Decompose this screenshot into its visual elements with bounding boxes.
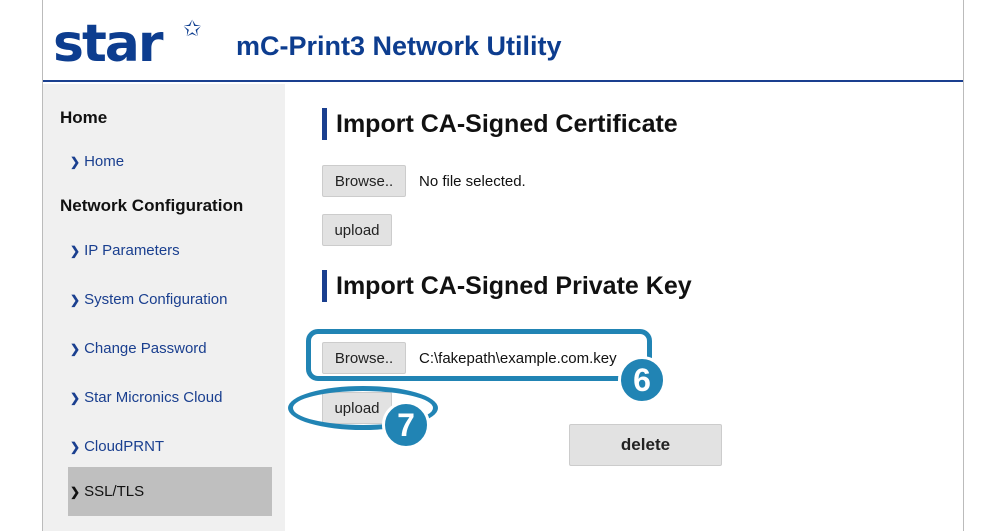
sidebar: Home ❯Home Network Configuration ❯IP Par…: [43, 84, 285, 531]
page-title: mC-Print3 Network Utility: [236, 31, 562, 61]
sidebar-item-label: Home: [84, 153, 125, 170]
cert-browse-button[interactable]: Browse..: [322, 165, 406, 197]
chevron-right-icon: ❯: [70, 154, 81, 169]
chevron-right-icon: ❯: [70, 292, 81, 307]
chevron-right-icon: ❯: [70, 243, 81, 258]
chevron-right-icon: ❯: [70, 341, 81, 356]
sidebar-item-star-micronics-cloud[interactable]: ❯Star Micronics Cloud: [68, 373, 272, 422]
sidebar-section-home: Home: [60, 108, 108, 127]
sidebar-item-label: Change Password: [84, 340, 207, 357]
sidebar-item-home[interactable]: ❯Home: [68, 137, 272, 186]
chevron-right-icon: ❯: [70, 439, 81, 454]
step7-callout-ellipse: [288, 386, 438, 430]
sidebar-item-ssl-tls[interactable]: ❯SSL/TLS: [68, 467, 272, 516]
step6-badge: 6: [618, 356, 666, 404]
sidebar-item-change-password[interactable]: ❯Change Password: [68, 324, 272, 373]
sidebar-item-label: System Configuration: [84, 291, 228, 308]
sidebar-item-label: Star Micronics Cloud: [84, 389, 223, 406]
sidebar-item-system-configuration[interactable]: ❯System Configuration: [68, 275, 272, 324]
cert-section-title: Import CA-Signed Certificate: [322, 108, 678, 140]
star-logo: star: [53, 14, 164, 74]
cert-file-name: No file selected.: [419, 173, 526, 190]
step7-badge: 7: [382, 401, 430, 449]
star-logo-icon: ✩: [183, 16, 202, 41]
chevron-right-icon: ❯: [70, 390, 81, 405]
sidebar-item-label: CloudPRNT: [84, 438, 165, 455]
header: star ✩ mC-Print3 Network Utility: [43, 0, 963, 82]
sidebar-item-ip-parameters[interactable]: ❯IP Parameters: [68, 226, 272, 275]
chevron-right-icon: ❯: [70, 484, 81, 499]
key-file-name: C:\fakepath\example.com.key: [419, 350, 617, 367]
delete-button[interactable]: delete: [569, 424, 722, 466]
sidebar-item-cloudprnt[interactable]: ❯CloudPRNT: [68, 422, 272, 471]
key-section-title: Import CA-Signed Private Key: [322, 270, 692, 302]
sidebar-item-label: IP Parameters: [84, 242, 180, 259]
key-browse-button[interactable]: Browse..: [322, 342, 406, 374]
cert-upload-button[interactable]: upload: [322, 214, 392, 246]
step6-callout-box: [306, 329, 652, 381]
sidebar-item-label: SSL/TLS: [84, 483, 145, 500]
sidebar-section-network: Network Configuration: [60, 196, 244, 215]
page-frame: [42, 0, 964, 531]
